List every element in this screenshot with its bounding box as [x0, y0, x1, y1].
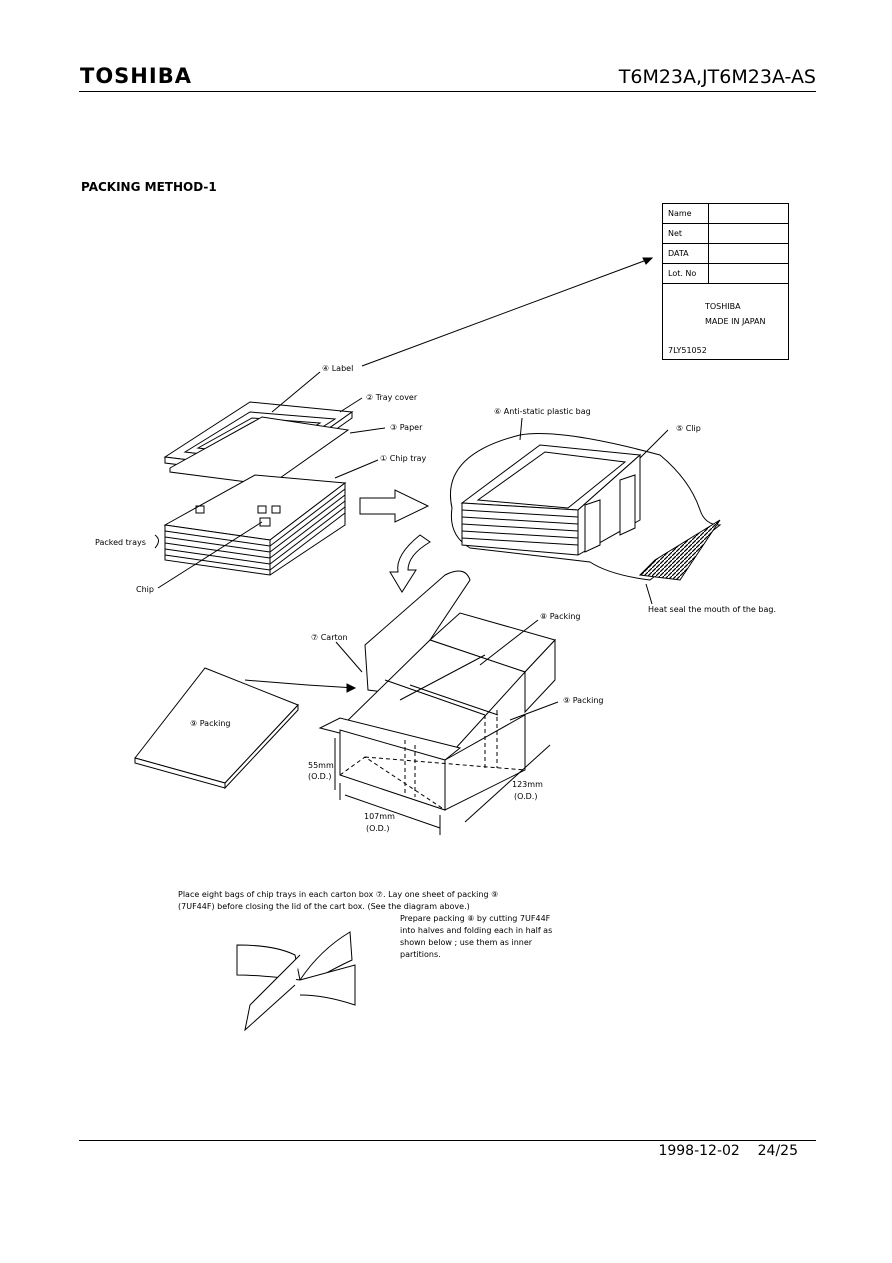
label-key: DATA — [663, 243, 709, 264]
dim-height: 55mm — [308, 761, 334, 770]
label-table: Name Net DATA Lot. No — [663, 204, 788, 284]
callout-carton: ⑦ Carton — [311, 633, 348, 642]
carton — [318, 570, 556, 811]
callout-label: ④ Label — [322, 364, 353, 373]
callout-packed-trays: Packed trays — [95, 538, 146, 547]
dim-width: 107mm — [364, 812, 395, 821]
label-value — [708, 263, 788, 284]
footer-page: 24/25 — [757, 1143, 798, 1159]
callout-packing-9-right: ⑨ Packing — [563, 696, 603, 705]
label-origin: MADE IN JAPAN — [705, 317, 766, 326]
label-arrowhead — [642, 257, 654, 265]
label-value — [708, 223, 788, 244]
antistatic-bag — [450, 433, 722, 581]
dim-length: 123mm — [512, 780, 543, 789]
part-number: T6M23A,JT6M23A-AS — [618, 66, 816, 88]
dim-width-line — [344, 794, 441, 829]
footer-rule — [79, 1140, 816, 1141]
callout-antistatic-bag: ⑥ Anti-static plastic bag — [494, 407, 591, 416]
callout-paper: ③ Paper — [390, 423, 423, 432]
label-sample: Name Net DATA Lot. No TOSHIBA MADE IN JA… — [662, 203, 789, 360]
note-line-2: (7UF44F) before closing the lid of the c… — [178, 902, 470, 911]
dim-width-od: (O.D.) — [366, 824, 389, 833]
callout-chip: Chip — [136, 585, 154, 594]
label-row: DATA — [663, 243, 788, 264]
label-key: Lot. No — [663, 263, 709, 284]
chip-tray-stack — [163, 474, 347, 576]
footer-date: 1998-12-02 — [658, 1143, 740, 1159]
packing-sheet — [134, 667, 299, 790]
label-value — [708, 243, 788, 264]
label-maker: TOSHIBA — [705, 302, 741, 311]
label-key: Net — [663, 223, 709, 244]
note-prep-2: into halves and folding each in half as — [400, 926, 553, 935]
dim-length-line — [464, 744, 551, 823]
note-prep-1: Prepare packing ⑧ by cutting 7UF44F — [400, 914, 551, 923]
label-row: Lot. No — [663, 263, 788, 284]
label-row: Name — [663, 204, 788, 224]
callout-tray-cover: ② Tray cover — [366, 393, 418, 402]
note-line-1: Place eight bags of chip trays in each c… — [178, 890, 499, 899]
callout-heat-seal: Heat seal the mouth of the bag. — [648, 605, 776, 614]
note-prep-4: partitions. — [400, 950, 441, 959]
dim-height-od: (O.D.) — [308, 772, 331, 781]
paper-sheet — [169, 416, 350, 486]
heat-seal-zone — [638, 519, 721, 581]
label-value — [708, 204, 788, 224]
label-row: Net — [663, 223, 788, 244]
callout-packing-8: ⑧ Packing — [540, 612, 580, 621]
dim-length-od: (O.D.) — [514, 792, 537, 801]
section-title: PACKING METHOD-1 — [81, 180, 217, 194]
note-prep-3: shown below ; use them as inner — [400, 938, 533, 947]
clip-icon — [584, 499, 601, 553]
label-key: Name — [663, 204, 709, 224]
label-code: 7LY51052 — [668, 346, 707, 355]
fold-illustration — [236, 931, 356, 1032]
process-arrow-down — [389, 534, 431, 593]
header-rule — [79, 91, 816, 92]
callout-chip-tray: ① Chip tray — [380, 454, 427, 463]
label-leader — [361, 257, 653, 367]
chip-pocket-icon — [195, 505, 205, 514]
brand-logo: TOSHIBA — [80, 64, 192, 88]
callout-clip: ⑤ Clip — [676, 424, 701, 433]
process-arrow — [359, 489, 430, 523]
callout-packing-9-sheet: ⑨ Packing — [190, 719, 230, 728]
footer: 1998-12-02 24/25 — [658, 1143, 798, 1159]
